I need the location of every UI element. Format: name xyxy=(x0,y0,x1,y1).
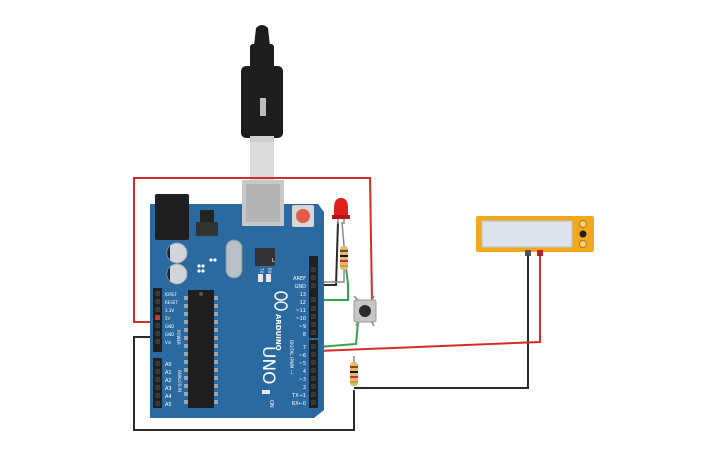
wire-black-display xyxy=(354,252,529,389)
digital-pin-label: 2 xyxy=(303,385,306,391)
pin-11[interactable] xyxy=(311,306,316,311)
pin-4[interactable] xyxy=(311,368,316,373)
digital-pin-label: ~9 xyxy=(299,324,306,330)
pin-0[interactable] xyxy=(311,400,316,405)
pin-a2[interactable] xyxy=(155,377,160,382)
digital-pin-label: 13 xyxy=(300,292,306,298)
on-label: ON xyxy=(268,400,274,408)
reset-button[interactable] xyxy=(292,205,314,227)
display-button-a[interactable] xyxy=(579,220,587,228)
pin-10[interactable] xyxy=(311,314,316,319)
digital-pin-label: ~5 xyxy=(299,361,306,367)
pin-8[interactable] xyxy=(311,330,316,335)
wires xyxy=(133,177,541,431)
wire-red-pin6 xyxy=(317,252,541,352)
red-led[interactable] xyxy=(332,198,350,224)
display-button-b[interactable] xyxy=(579,230,587,238)
pin-gnd-top[interactable] xyxy=(311,275,316,280)
digital-header-bottom: 7 ~6 ~5 4 ~3 2 TX→1 RX←0 DIGITAL (PWM ~) xyxy=(289,340,318,408)
board-model: UNO xyxy=(258,346,278,385)
digital-pin-label: ~6 xyxy=(299,353,306,359)
pin-2[interactable] xyxy=(311,384,316,389)
pin-13[interactable] xyxy=(311,283,316,288)
power-jack xyxy=(155,194,189,240)
digital-pin-label: ~10 xyxy=(295,316,306,322)
rx-label: RX xyxy=(267,268,272,274)
power-pin-label: 5V xyxy=(165,316,171,321)
chip-pins xyxy=(184,296,218,404)
digital-pin-label: 7 xyxy=(303,345,306,351)
pushbutton[interactable] xyxy=(353,295,377,327)
digital-pin-label: RX←0 xyxy=(292,401,306,407)
pin-a3[interactable] xyxy=(155,385,160,390)
pin-3v3[interactable] xyxy=(155,307,160,312)
power-pin-label: 3.3V xyxy=(165,308,174,313)
pin-vin[interactable] xyxy=(155,339,160,344)
digital-pin-label: 8 xyxy=(303,332,306,338)
pin-ioref[interactable] xyxy=(155,291,160,296)
power-pin-label: Vin xyxy=(165,340,172,345)
pin-12[interactable] xyxy=(311,297,316,302)
display-module[interactable] xyxy=(476,216,594,256)
pin-7[interactable] xyxy=(311,344,316,349)
pin-gnd-1[interactable] xyxy=(155,323,160,328)
wire-green-pin12 xyxy=(318,267,349,301)
digital-pin-label: TX→1 xyxy=(291,393,306,399)
pin-a5[interactable] xyxy=(155,401,160,406)
pin-5v[interactable] xyxy=(155,315,160,320)
pin-a1[interactable] xyxy=(155,369,160,374)
analog-pin-label: A5 xyxy=(165,402,172,408)
pin-3[interactable] xyxy=(311,376,316,381)
digital-pin-label: 12 xyxy=(300,300,306,306)
tx-label: TX xyxy=(259,267,264,273)
arduino-board[interactable]: TX RX L ARDUINO UNO ON IOREF RESET 3.3V … xyxy=(150,180,324,418)
analog-pin-label: A3 xyxy=(165,386,172,392)
pin-1[interactable] xyxy=(311,392,316,397)
analog-section-label: ANALOG IN xyxy=(177,370,182,392)
power-pin-label: IOREF xyxy=(165,292,178,297)
analog-pin-label: A2 xyxy=(165,378,172,384)
wire-red-5v xyxy=(133,177,373,323)
digital-pin-label: ~3 xyxy=(299,377,306,383)
pin-6[interactable] xyxy=(311,352,316,357)
pin-gnd-2[interactable] xyxy=(155,331,160,336)
pin-a0[interactable] xyxy=(155,361,160,366)
resistor-button[interactable] xyxy=(350,356,358,386)
power-pin-label: GND xyxy=(165,332,174,337)
digital-pin-label: ~11 xyxy=(295,308,306,314)
l-label: L xyxy=(272,258,275,264)
arduino-logo xyxy=(274,291,288,311)
resistor-led[interactable] xyxy=(340,246,348,270)
pin-5[interactable] xyxy=(311,360,316,365)
digital-section-label: DIGITAL (PWM ~) xyxy=(289,340,294,375)
pin-9[interactable] xyxy=(311,322,316,327)
analog-header: A0 A1 A2 A3 A4 A5 ANALOG IN xyxy=(153,358,182,408)
digital-header-top: AREF GND 13 12 ~11 ~10 ~9 8 xyxy=(293,256,318,338)
power-pin-label: GND xyxy=(165,324,174,329)
power-pin-label: RESET xyxy=(165,300,178,305)
usb-cable[interactable] xyxy=(241,25,283,182)
capacitors xyxy=(166,242,188,285)
pin-a4[interactable] xyxy=(155,393,160,398)
digital-pin-label: 4 xyxy=(303,369,306,375)
analog-pin-label: A4 xyxy=(165,394,172,400)
board-name: ARDUINO xyxy=(274,314,282,351)
power-header: IOREF RESET 3.3V 5V GND GND Vin POWER xyxy=(153,288,181,352)
display-button-c[interactable] xyxy=(579,240,587,248)
wire-black-gnd xyxy=(133,336,355,431)
wire-green-pin7 xyxy=(317,321,359,348)
analog-pin-label: A1 xyxy=(165,370,172,376)
digital-pin-label: AREF xyxy=(293,276,306,282)
microcontroller-chip xyxy=(188,290,214,408)
digital-pin-label: GND xyxy=(295,284,307,290)
power-section-label: POWER xyxy=(176,330,181,345)
pin-aref[interactable] xyxy=(311,267,316,272)
analog-pin-label: A0 xyxy=(165,362,172,368)
pin-reset[interactable] xyxy=(155,299,160,304)
